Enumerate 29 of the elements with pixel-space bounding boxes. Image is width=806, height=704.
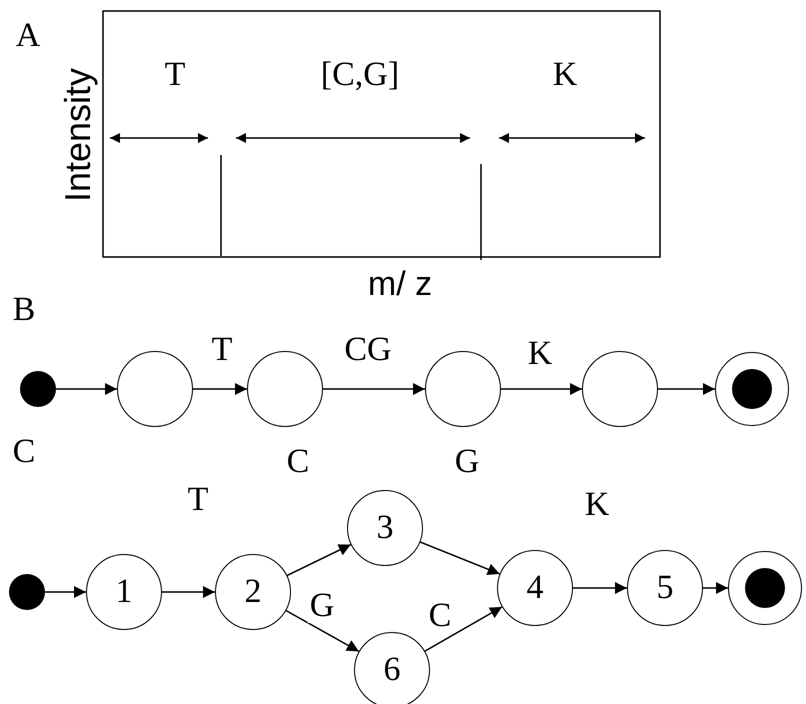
arrow xyxy=(56,383,117,395)
panel-letter: A xyxy=(16,19,40,53)
panel-letter: C xyxy=(12,435,36,469)
range-label: T xyxy=(164,58,186,92)
axis-label: m/ z xyxy=(368,267,432,301)
arrow xyxy=(703,582,728,594)
range-label: K xyxy=(552,58,578,92)
state-circle: 5 xyxy=(627,550,703,626)
arrow xyxy=(286,544,352,576)
axis-label: Intensity xyxy=(60,68,96,202)
arrow xyxy=(501,383,582,395)
arrow xyxy=(162,586,215,598)
state-circle: 1 xyxy=(86,554,162,630)
arrow xyxy=(193,383,247,395)
arrow xyxy=(286,610,360,652)
arrow xyxy=(323,383,425,395)
state-circle: 4 xyxy=(497,550,573,626)
panel-letter: B xyxy=(12,293,36,327)
arrow xyxy=(658,383,715,395)
state-circle: 3 xyxy=(347,490,423,566)
arrow xyxy=(420,541,500,575)
state-circle: 6 xyxy=(354,632,430,704)
start-dot xyxy=(9,574,45,610)
arrow xyxy=(45,586,86,598)
start-dot xyxy=(20,371,56,407)
range-label: [C,G] xyxy=(320,58,400,92)
state-circle: 2 xyxy=(215,554,291,630)
arrow xyxy=(424,606,502,652)
arrow xyxy=(573,582,627,594)
